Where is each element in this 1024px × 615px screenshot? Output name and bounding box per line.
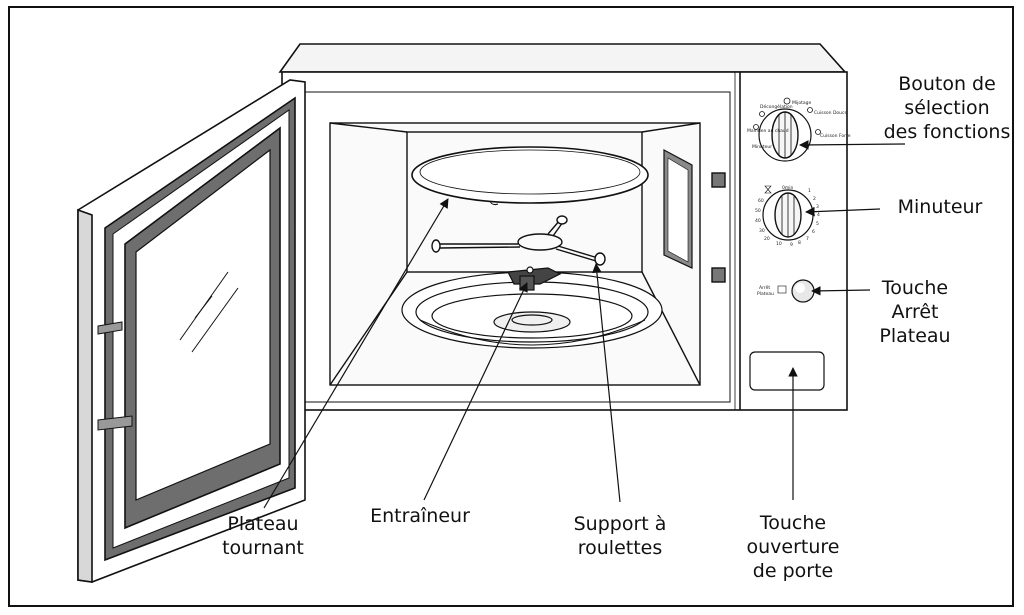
label-touche-arret: Touche Arrêt Plateau <box>870 276 960 348</box>
timer-tick-0: 0min <box>782 185 793 191</box>
leader-entraineur <box>423 282 528 501</box>
leader-minuteur <box>805 206 881 217</box>
label-line: Plateau <box>227 513 299 535</box>
timer-tick-9: 9 <box>790 242 793 248</box>
timer-tick-1: 1 <box>808 188 811 194</box>
timer-tick-2: 2 <box>813 196 816 202</box>
label-bouton-selection: Bouton de sélection des fonctions <box>872 72 1022 144</box>
label-plateau-tournant: Plateau tournant <box>213 512 313 560</box>
leader-bouton-selection <box>799 140 906 150</box>
knob-option-minuteur: Minuteur <box>752 144 772 150</box>
label-support-roulettes: Support à roulettes <box>560 512 680 560</box>
timer-tick-60: 60 <box>758 198 764 204</box>
label-line: Arrêt <box>891 301 939 323</box>
timer-tick-40: 40 <box>755 218 761 224</box>
label-line: sélection <box>904 97 990 119</box>
plateau-small-label: Plateau <box>757 291 774 297</box>
leader-lines <box>263 140 906 509</box>
label-line: de porte <box>752 560 834 582</box>
timer-tick-7: 7 <box>806 236 809 242</box>
glass-tray <box>411 146 649 206</box>
timer-tick-10: 10 <box>776 241 782 247</box>
label-line: Entraîneur <box>370 505 470 527</box>
timer-tick-30: 30 <box>759 228 765 234</box>
leader-plateau <box>263 198 449 509</box>
label-minuteur: Minuteur <box>880 195 1000 219</box>
timer-tick-50: 50 <box>755 208 761 214</box>
timer-tick-4: 4 <box>817 212 820 218</box>
door-open-button[interactable] <box>749 351 825 391</box>
label-line: ouverture <box>746 536 840 558</box>
roller-support <box>431 215 606 266</box>
timer-tick-6: 6 <box>812 229 815 235</box>
knob-option-cuisson-forte: Cuisson Forte <box>820 133 851 139</box>
label-line: Minuteur <box>897 196 983 218</box>
knob-option-maintien: Maintien au chaud <box>747 128 789 134</box>
label-line: des fonctions <box>883 121 1011 143</box>
label-line: roulettes <box>577 537 663 559</box>
function-knob[interactable]: Décongélation Mijotage Cuisson Douce Mai… <box>747 97 851 162</box>
label-line: Plateau <box>879 325 951 347</box>
timer-tick-3: 3 <box>816 204 819 210</box>
turntable-stop-button[interactable]: Arrêt Plateau <box>757 279 815 303</box>
timer-knob[interactable]: 0min 1 2 3 4 5 6 7 8 9 10 20 30 40 50 60 <box>755 185 820 248</box>
leader-support <box>592 263 621 503</box>
label-line: Support à <box>573 513 667 535</box>
roller-ring-floor <box>401 271 663 349</box>
open-door <box>77 79 306 583</box>
label-entraineur: Entraîneur <box>360 504 480 528</box>
hourglass-icon <box>764 185 772 194</box>
diagram-frame <box>8 6 1014 607</box>
arret-small-label: Arrêt <box>759 284 770 291</box>
label-line: Touche <box>881 277 949 299</box>
knob-option-mijotage: Mijotage <box>792 100 812 106</box>
label-touche-ouverture: Touche ouverture de porte <box>743 511 843 583</box>
label-line: Bouton de <box>898 73 996 95</box>
timer-tick-5: 5 <box>816 221 819 227</box>
timer-tick-20: 20 <box>764 236 770 242</box>
leader-arret <box>811 286 871 296</box>
knob-option-decongelation: Décongélation <box>760 103 793 110</box>
label-line: Touche <box>759 512 827 534</box>
turntable-icon <box>777 285 787 294</box>
label-line: tournant <box>222 537 304 559</box>
timer-tick-8: 8 <box>798 240 801 246</box>
knob-option-cuisson-douce: Cuisson Douce <box>814 110 848 116</box>
